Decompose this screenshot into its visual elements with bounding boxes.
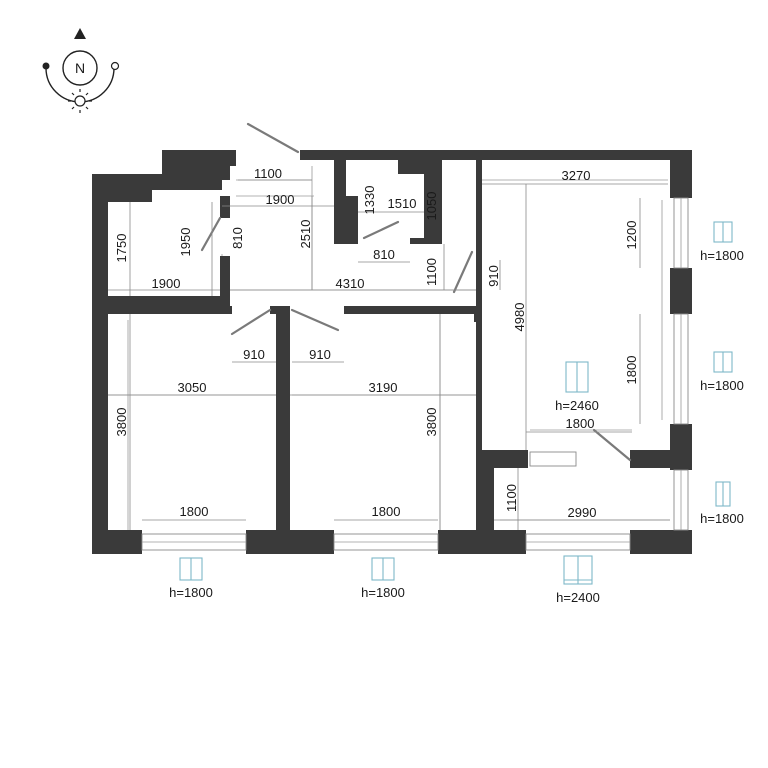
windows [141, 197, 689, 551]
window-elevations: h=1800 h=1800 h=1800 h=2460 h=1800 h=180… [169, 221, 744, 605]
dim-label: 1100 [254, 166, 282, 181]
dim-label: 3800 [424, 408, 439, 437]
dim-label: 1950 [178, 228, 193, 257]
window-height-label: h=2460 [555, 398, 599, 413]
door-bed2 [290, 308, 340, 332]
sunrise-dot-icon [42, 62, 50, 70]
dimension-lines [108, 179, 670, 530]
window-height-label: h=1800 [700, 511, 744, 526]
dim-label: 1200 [624, 221, 639, 250]
dim-label: 3800 [114, 408, 129, 437]
dim-label: 1750 [114, 234, 129, 263]
dim-label: 810 [230, 227, 245, 249]
window-right-top-icon [713, 221, 733, 243]
dim-label: 1900 [266, 192, 295, 207]
dim-label: 4310 [336, 276, 365, 291]
window-bottom-mid-icon [371, 557, 395, 581]
dim-label: 2990 [568, 505, 597, 520]
dim-label: 1330 [362, 186, 377, 215]
door-left-room [200, 216, 222, 252]
dimension-labels: 1100 1900 1330 1510 1050 3270 1200 1750 … [114, 166, 639, 520]
dim-label: 1800 [372, 504, 401, 519]
compass: N [42, 28, 120, 113]
door-kitchen [592, 428, 632, 462]
dim-label: 910 [486, 265, 501, 287]
window-height-label: h=1800 [169, 585, 213, 600]
window-height-label: h=2400 [556, 590, 600, 605]
dim-label: 4980 [512, 303, 527, 332]
door-bed1 [230, 308, 272, 336]
sunset-dot-icon [110, 61, 120, 71]
window-height-label: h=1800 [700, 248, 744, 263]
dim-label: 1900 [152, 276, 181, 291]
dim-label: 1800 [180, 504, 209, 519]
door-living [452, 250, 474, 294]
doors [200, 122, 632, 462]
dim-label: 2510 [298, 220, 313, 249]
window-bottom-left-icon [179, 557, 203, 581]
walls [92, 150, 692, 554]
window-right-mid-icon [713, 351, 733, 373]
dim-label: 1050 [424, 192, 439, 221]
dim-label: 810 [373, 247, 395, 262]
balcony-block [529, 451, 577, 467]
window-right-bottom-icon [715, 481, 731, 507]
compass-label: N [75, 60, 85, 76]
window-height-label: h=1800 [700, 378, 744, 393]
guide-lines [100, 166, 670, 530]
entrance-door [246, 122, 300, 154]
door-window-center-icon [565, 361, 589, 393]
dim-label: 1100 [424, 258, 439, 286]
dim-label: 1800 [624, 356, 639, 385]
compass-ring [62, 50, 98, 86]
door-bath [362, 220, 400, 240]
window-bottom-right-icon [563, 555, 593, 585]
dim-label: 3270 [562, 168, 591, 183]
dim-label: 910 [243, 347, 265, 362]
dim-label: 1510 [388, 196, 417, 211]
sun-icon [68, 89, 92, 113]
dim-label: 3050 [178, 380, 207, 395]
dim-label: 3190 [369, 380, 398, 395]
north-arrow-icon [74, 28, 86, 39]
dim-label: 910 [309, 347, 331, 362]
dim-label: 1800 [566, 416, 595, 431]
dim-label: 1100 [504, 484, 519, 512]
window-height-label: h=1800 [361, 585, 405, 600]
